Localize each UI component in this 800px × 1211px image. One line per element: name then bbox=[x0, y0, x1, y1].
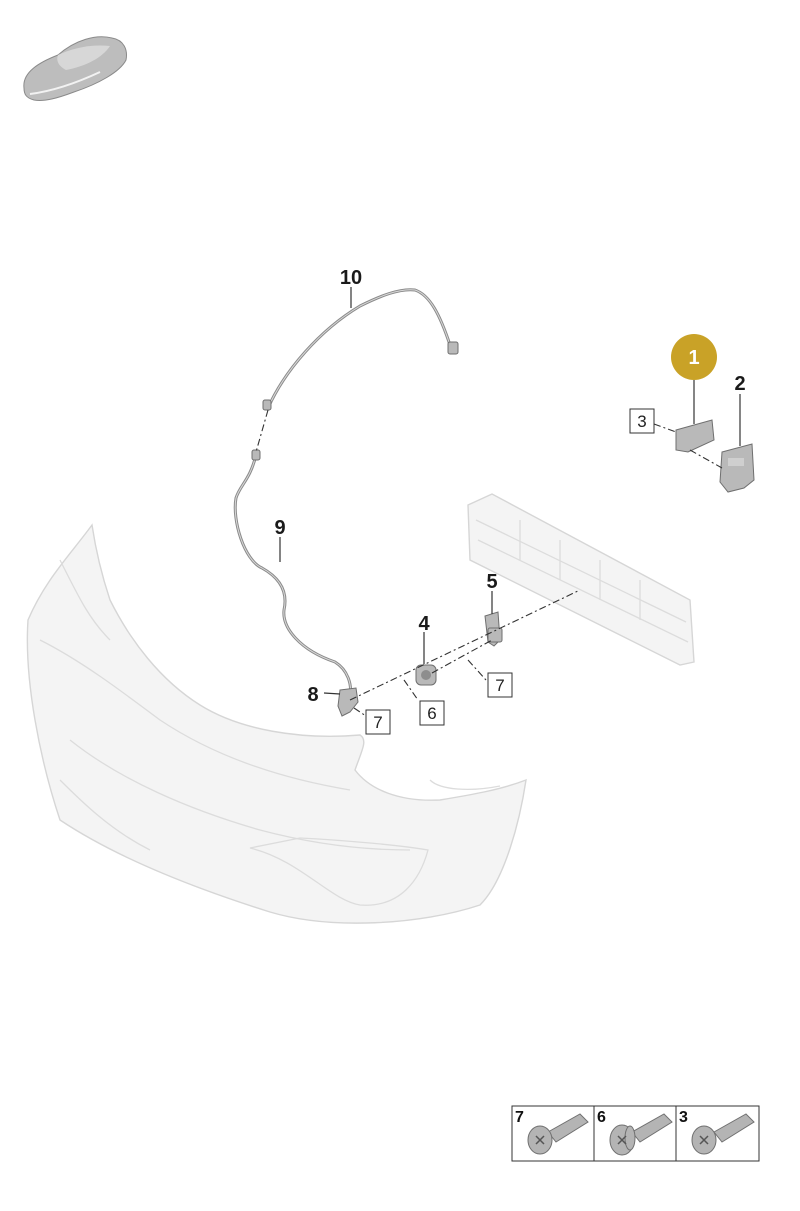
car-thumbnail-icon bbox=[23, 36, 127, 101]
hose-10 bbox=[262, 288, 459, 411]
callout-4[interactable]: 4 bbox=[418, 613, 430, 635]
boxed-ref-6-label: 6 bbox=[427, 704, 436, 723]
screw-7-icon bbox=[527, 1113, 589, 1155]
part-2-bracket bbox=[719, 443, 755, 493]
legend-number-6: 6 bbox=[597, 1109, 606, 1126]
boxed-ref-7a[interactable]: 7 bbox=[365, 709, 391, 735]
legend-number-7: 7 bbox=[515, 1109, 524, 1126]
bumper-reinforcement-outline bbox=[467, 493, 695, 666]
callout-8[interactable]: 8 bbox=[307, 684, 318, 706]
part-8-bracket bbox=[337, 687, 359, 717]
boxed-ref-7b-label: 7 bbox=[495, 676, 504, 695]
screw-6-icon bbox=[609, 1113, 673, 1156]
boxed-ref-3[interactable]: 3 bbox=[629, 408, 655, 434]
boxed-ref-6[interactable]: 6 bbox=[419, 700, 445, 726]
part-1-bracket bbox=[675, 419, 715, 453]
part-4-sensor bbox=[415, 664, 437, 686]
callout-5[interactable]: 5 bbox=[486, 571, 497, 593]
callout-10[interactable]: 10 bbox=[340, 267, 362, 289]
callout-1[interactable]: 1 bbox=[688, 347, 699, 369]
boxed-ref-7b[interactable]: 7 bbox=[487, 672, 513, 698]
legend-number-3: 3 bbox=[679, 1109, 688, 1126]
part-5-bracket bbox=[484, 611, 503, 647]
boxed-ref-3-label: 3 bbox=[637, 412, 646, 431]
hose-9 bbox=[233, 449, 352, 697]
callout-2[interactable]: 2 bbox=[734, 373, 745, 395]
bumper-cover-outline bbox=[26, 523, 527, 924]
callout-9[interactable]: 9 bbox=[274, 517, 285, 539]
callout-1-badge[interactable] bbox=[671, 334, 717, 380]
screw-3-icon bbox=[691, 1113, 755, 1155]
fastener-legend: 7 6 3 bbox=[511, 1105, 760, 1162]
boxed-ref-7a-label: 7 bbox=[373, 713, 382, 732]
